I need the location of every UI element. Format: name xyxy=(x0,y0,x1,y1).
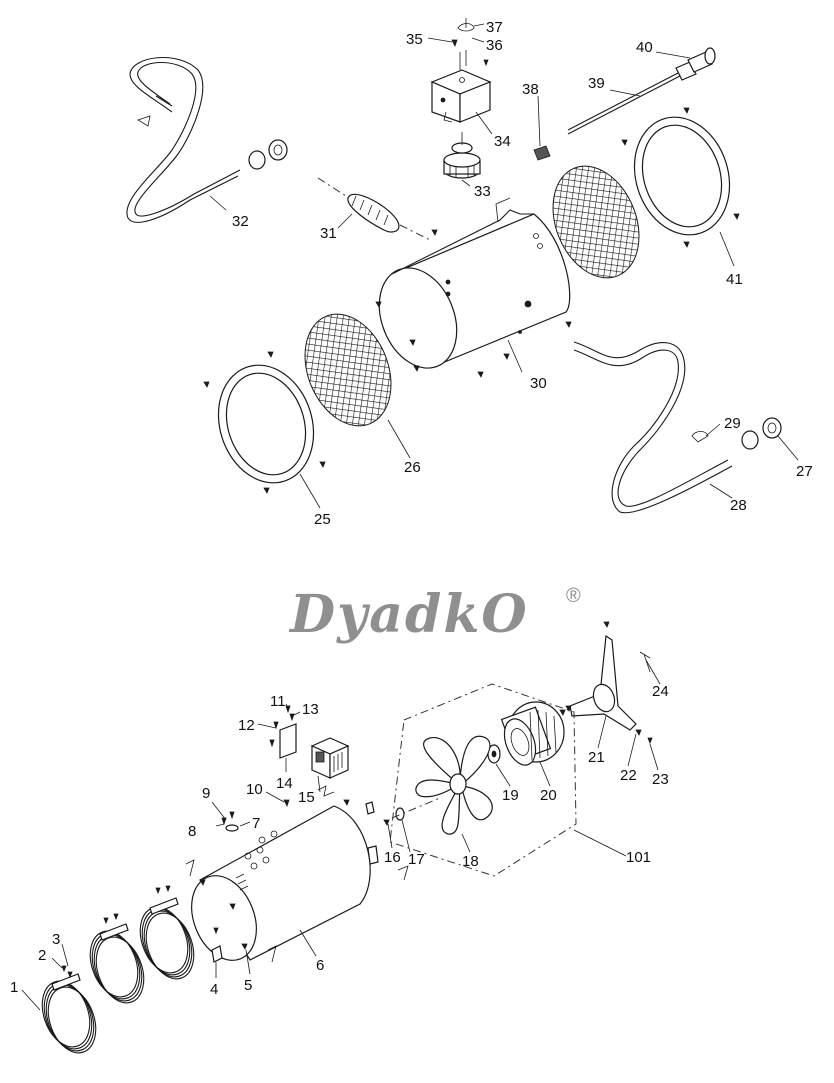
brand-name: DyadkO xyxy=(288,584,529,645)
label-25: 25 xyxy=(314,511,331,528)
label-5: 5 xyxy=(244,977,252,994)
label-35: 35 xyxy=(406,31,423,48)
label-14: 14 xyxy=(276,775,293,792)
contactor xyxy=(310,737,350,779)
cable-gland-parts xyxy=(185,785,409,881)
label-21: 21 xyxy=(588,749,605,766)
front-mesh-grill xyxy=(304,313,392,427)
label-30: 30 xyxy=(530,375,547,392)
label-39: 39 xyxy=(588,75,605,92)
brand-logo: DyadkO ® xyxy=(288,584,581,645)
leader-lines-top xyxy=(209,23,799,509)
label-9: 9 xyxy=(202,785,210,802)
label-15: 15 xyxy=(298,789,315,806)
label-28: 28 xyxy=(730,497,747,514)
label-27: 27 xyxy=(796,463,813,480)
leader-lines-bottom xyxy=(21,659,661,1011)
label-31: 31 xyxy=(320,225,337,242)
fan-blade xyxy=(415,735,493,835)
label-23: 23 xyxy=(652,771,669,788)
sensor-clip xyxy=(533,145,551,161)
heating-coil-front xyxy=(41,965,97,1054)
label-34: 34 xyxy=(494,133,511,150)
label-7: 7 xyxy=(252,815,260,832)
label-32: 32 xyxy=(232,213,249,230)
label-3: 3 xyxy=(52,931,60,948)
label-29: 29 xyxy=(724,415,741,432)
label-37: 37 xyxy=(486,19,503,36)
label-24: 24 xyxy=(652,683,669,700)
label-101: 101 xyxy=(626,849,651,866)
label-38: 38 xyxy=(522,81,539,98)
label-4: 4 xyxy=(210,981,218,998)
label-41: 41 xyxy=(726,271,743,288)
front-ring xyxy=(203,351,326,494)
screws-housing-top xyxy=(375,229,572,378)
label-2: 2 xyxy=(38,947,46,964)
mounting-bracket xyxy=(211,945,223,963)
label-12: 12 xyxy=(238,717,255,734)
label-20: 20 xyxy=(540,787,557,804)
label-33: 33 xyxy=(474,183,491,200)
handle-end-caps-right xyxy=(741,417,782,450)
handle-right xyxy=(573,341,733,514)
heating-coil-rear xyxy=(139,885,195,980)
label-19: 19 xyxy=(502,787,519,804)
fan-assembly-outline xyxy=(389,683,577,877)
label-40: 40 xyxy=(636,39,653,56)
screws-top-box xyxy=(451,18,489,67)
rear-mesh-grill xyxy=(552,165,640,279)
fan-motor xyxy=(500,701,572,766)
label-13: 13 xyxy=(302,701,319,718)
label-8: 8 xyxy=(188,823,196,840)
part-number-labels: 32 31 33 34 35 36 37 38 39 40 41 30 26 2… xyxy=(10,19,813,998)
control-box xyxy=(430,50,492,123)
motor-stand xyxy=(569,621,653,745)
label-6: 6 xyxy=(316,957,324,974)
label-26: 26 xyxy=(404,459,421,476)
label-11: 11 xyxy=(270,693,286,710)
handle-left xyxy=(126,57,241,223)
housing-cylinder-top xyxy=(378,197,571,369)
fan-screws xyxy=(383,797,441,826)
label-36: 36 xyxy=(486,37,503,54)
rear-ring xyxy=(621,107,740,248)
label-18: 18 xyxy=(462,853,479,870)
label-16: 16 xyxy=(384,849,401,866)
housing-cylinder-bottom xyxy=(191,805,371,963)
brand-registered-mark: ® xyxy=(566,585,581,607)
temperature-probe xyxy=(567,47,716,135)
airflow-guide xyxy=(317,177,431,241)
knob xyxy=(443,132,481,179)
label-10: 10 xyxy=(246,781,263,798)
heating-coil-middle xyxy=(89,913,145,1004)
handle-end-caps-left xyxy=(248,139,288,170)
terminal-plate xyxy=(269,705,297,759)
label-17: 17 xyxy=(408,851,425,868)
label-22: 22 xyxy=(620,767,637,784)
label-1: 1 xyxy=(10,979,18,996)
